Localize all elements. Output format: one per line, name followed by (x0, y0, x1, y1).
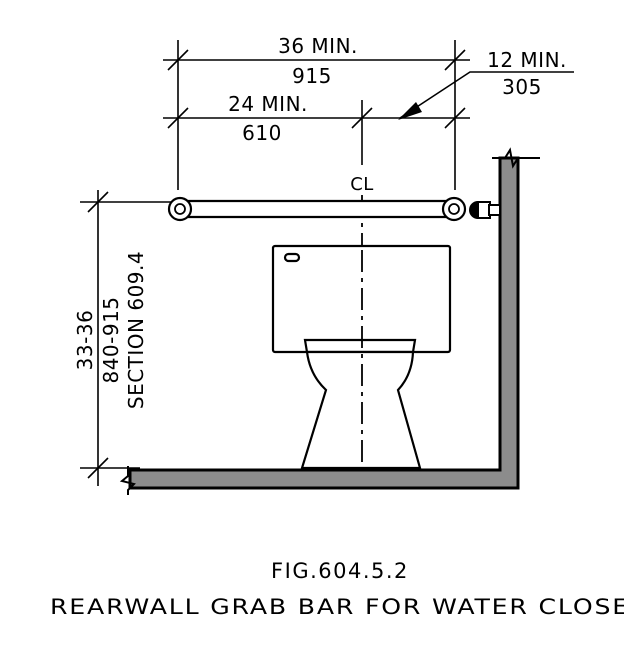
overall-dim-in: 36 MIN. (278, 34, 358, 58)
flush-handle-icon (283, 252, 301, 263)
toilet-bowl (300, 350, 422, 470)
dimension-labels: 36 MIN. 915 24 MIN. 610 12 MIN. 305 CL 3… (73, 34, 567, 409)
height-dim-mm: 840-915 (99, 296, 123, 383)
wall-side-dim-mm: 305 (502, 75, 542, 99)
dimension-lines (80, 40, 574, 486)
overall-dim-mm: 915 (292, 64, 332, 88)
caption: FIG.604.5.2 REARWALL GRAB BAR FOR WATER … (50, 559, 624, 619)
figure-title: REARWALL GRAB BAR FOR WATER CLOSE (50, 595, 624, 619)
leader-arrowhead (398, 102, 422, 120)
wall-section (119, 147, 540, 495)
bar-side-dim-mm: 610 (242, 121, 282, 145)
grab-bar (167, 196, 467, 222)
side-grab-bar-end (469, 201, 501, 219)
toilet-seat (303, 338, 417, 354)
water-closet (271, 244, 452, 470)
wall-side-dim-in: 12 MIN. (487, 48, 567, 72)
height-ref-section: SECTION 609.4 (124, 251, 148, 409)
figure-number: FIG.604.5.2 (271, 559, 409, 583)
bar-side-dim-in: 24 MIN. (228, 92, 308, 116)
height-dim-in: 33-36 (73, 310, 97, 371)
centerline-symbol: CL (350, 174, 374, 195)
